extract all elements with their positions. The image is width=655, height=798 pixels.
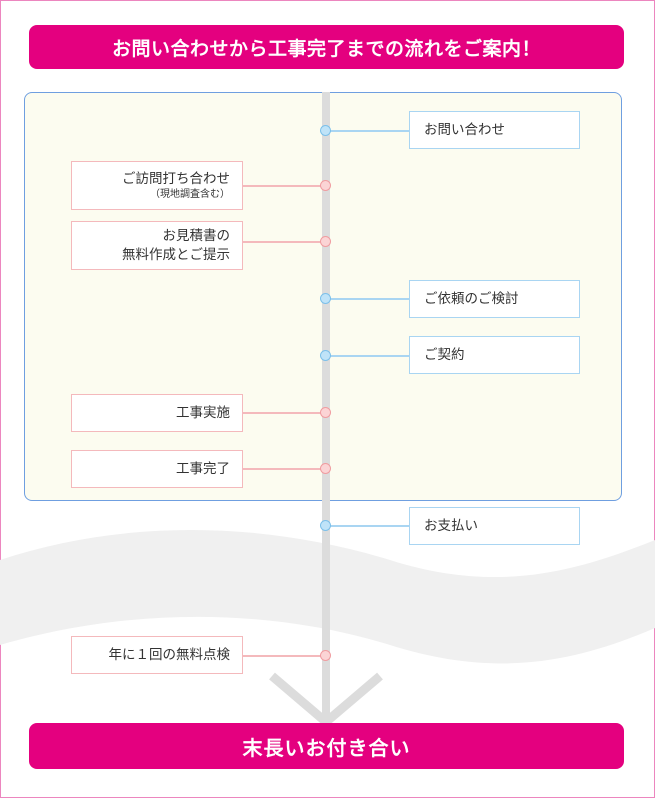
connector-inquiry [326,130,409,132]
connector-estimate [243,241,326,243]
timeline-dot [320,650,331,661]
timeline-dot [320,463,331,474]
step-label: ご訪問打ち合わせ [122,170,230,187]
timeline-dot [320,350,331,361]
step-completion: 工事完了 [71,450,243,488]
timeline-dot [320,293,331,304]
connector-payment [326,525,409,527]
step-review: ご依頼のご検討 [409,280,580,318]
step-inspection: 年に１回の無料点検 [71,636,243,674]
connector-visit [243,185,326,187]
step-contract: ご契約 [409,336,580,374]
timeline-dot [320,407,331,418]
connector-contract [326,355,409,357]
timeline-dot [320,520,331,531]
step-construction: 工事実施 [71,394,243,432]
step-estimate: お見積書の 無料作成とご提示 [71,221,243,270]
step-label: お支払い [424,517,478,534]
timeline-dot [320,180,331,191]
step-label: 工事完了 [176,460,230,477]
step-visit: ご訪問打ち合わせ （現地調査含む） [71,161,243,210]
connector-completion [243,468,326,470]
connector-review [326,298,409,300]
step-label: お問い合わせ [424,121,505,138]
step-payment: お支払い [409,507,580,545]
step-label: 無料作成とご提示 [122,246,230,263]
step-label: ご依頼のご検討 [424,290,519,307]
step-inquiry: お問い合わせ [409,111,580,149]
connector-inspection [243,655,326,657]
page-title: お問い合わせから工事完了までの流れをご案内！ [29,25,624,69]
step-sublabel: （現地調査含む） [150,188,230,200]
step-label: 工事実施 [176,404,230,421]
step-label: お見積書の [162,228,231,245]
step-label: ご契約 [424,346,465,363]
step-label: 年に１回の無料点検 [108,646,231,663]
timeline-dot [320,125,331,136]
timeline-dot [320,236,331,247]
connector-construction [243,412,326,414]
footer-title: 末長いお付き合い [29,723,624,769]
